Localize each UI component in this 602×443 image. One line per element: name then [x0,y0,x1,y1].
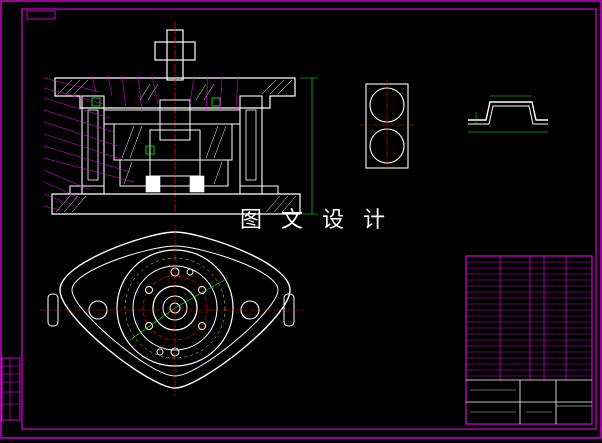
inner-frame [21,8,597,430]
watermark-text: 图 文 设 计 [240,208,391,233]
section-view [43,22,318,215]
title-block [465,255,593,425]
blank-layout [360,80,414,172]
corner-tag [26,10,56,20]
part-section [468,95,548,133]
plan-view [40,226,304,396]
binding-strip [1,357,21,421]
